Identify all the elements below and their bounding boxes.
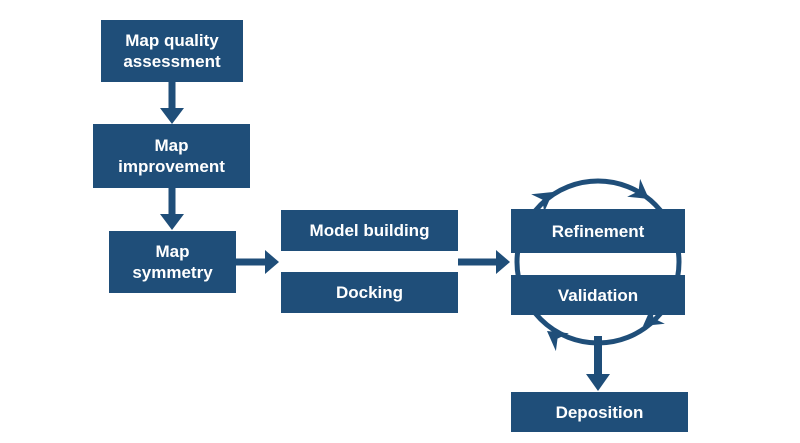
node-label: Docking <box>335 283 404 302</box>
arrow-quality-to-improvement <box>160 82 184 124</box>
node-label: Map symmetry <box>132 242 213 282</box>
cycle-arrowhead-bottom-right <box>643 305 665 326</box>
node-model-building: Model building <box>281 210 458 251</box>
refinement-validation-cycle-icon <box>514 178 682 352</box>
node-map-symmetry: Map symmetry <box>109 231 236 293</box>
node-deposition: Deposition <box>511 392 688 432</box>
node-label: Map quality assessment <box>123 31 221 71</box>
arrow-symmetry-to-modelbuilding <box>236 250 279 274</box>
cycle-arrowhead-bottom-left <box>547 331 569 352</box>
cycle-arrowhead-top-left <box>531 192 553 213</box>
node-label: Deposition <box>555 402 644 422</box>
cycle-circle <box>514 178 682 346</box>
cycle-arrowhead-top-right <box>627 178 649 199</box>
node-docking: Docking <box>281 272 458 313</box>
node-label: Model building <box>309 221 430 240</box>
node-label: Map improvement <box>118 136 225 176</box>
arrow-modelbuilding-to-refinement <box>458 250 510 274</box>
node-map-improvement: Map improvement <box>93 124 250 188</box>
arrow-improvement-to-symmetry <box>160 188 184 230</box>
node-refinement: Refinement <box>511 209 685 253</box>
node-validation: Validation <box>511 275 685 315</box>
node-map-quality-assessment: Map quality assessment <box>101 20 243 82</box>
node-label: Refinement <box>551 221 645 241</box>
node-label: Validation <box>557 285 639 305</box>
arrow-cycle-to-deposition <box>586 336 610 391</box>
